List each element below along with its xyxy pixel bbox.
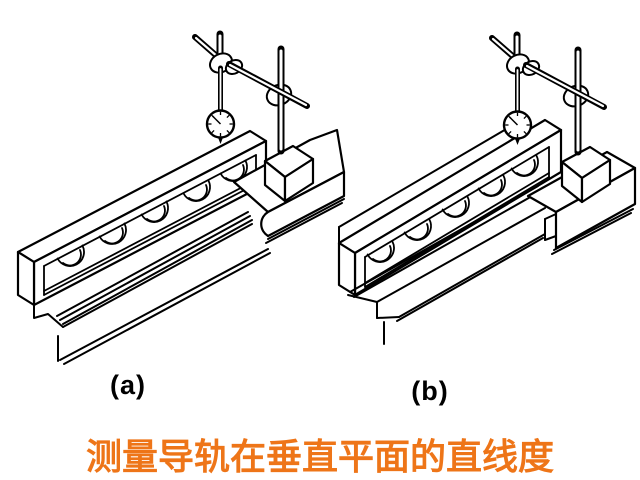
figure-b-label: (b)	[411, 376, 449, 406]
figure-a-label: (a)	[110, 370, 146, 400]
bed-a-way-line-1	[56, 211, 249, 317]
block-b-bottom-edge-2	[551, 212, 632, 255]
block-b-step-top	[544, 213, 557, 220]
rail-b-window	[364, 146, 550, 288]
beam-b-way-line-1	[349, 185, 539, 293]
bed-a-way-line-2	[59, 215, 251, 321]
block-b-bottom-edge	[553, 208, 634, 251]
platform-a-front	[260, 170, 346, 238]
beam-b-front-top-edge	[376, 207, 546, 303]
rail-b-lightening-holes	[366, 154, 539, 263]
bed-a-bottom-edge	[59, 248, 269, 361]
bed-a-front-top-edge	[62, 223, 253, 328]
block-b-step-bottom	[544, 235, 557, 241]
bed-a-foot	[33, 304, 64, 328]
straightedge-a	[16, 129, 268, 307]
beam-b-bottom-edge	[398, 233, 546, 318]
bed-a-way-line-3	[62, 219, 253, 325]
figure-b-diagram	[337, 35, 637, 345]
rail-a-end-cap	[16, 250, 36, 307]
platform-a-bottom-edge-2	[265, 202, 343, 244]
caption-text: 测量导轨在垂直平面的直线度	[86, 436, 555, 477]
rail-b-end-cap	[337, 241, 357, 297]
guideway-bed-b	[347, 185, 546, 345]
guideway-bed-a	[33, 211, 271, 365]
beam-b-left-end	[347, 294, 378, 303]
straightedge-b	[337, 118, 563, 297]
figure-a-diagram	[16, 34, 346, 365]
bed-a-bottom-edge-2	[63, 252, 271, 365]
beam-b-bottom-edge-2	[396, 237, 544, 322]
rail-a-lightening-holes	[56, 159, 248, 267]
bed-b-far-edge	[338, 127, 509, 228]
beam-b-notch-bottom	[376, 316, 400, 319]
platform-a-bottom-edge	[267, 198, 345, 240]
beam-b-way-line-2	[353, 190, 542, 298]
